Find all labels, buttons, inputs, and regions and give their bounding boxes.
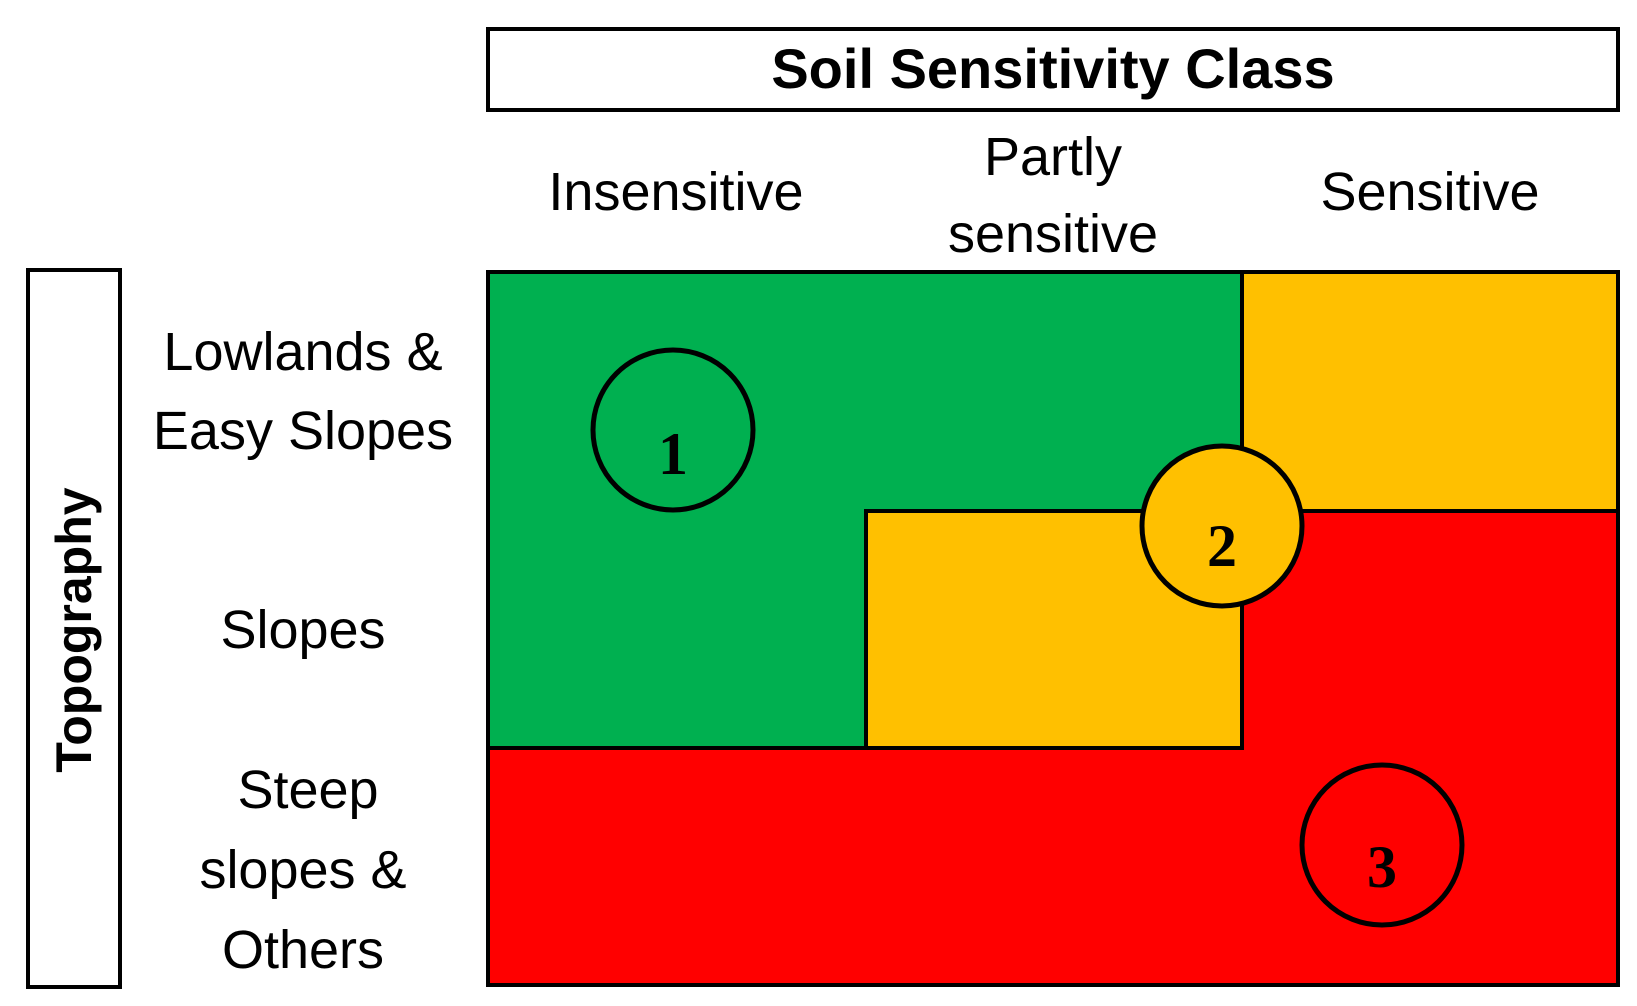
class-1-circle <box>590 347 756 513</box>
row-header-lowlands-line2: Easy Slopes <box>153 401 453 461</box>
class-3-circle <box>1299 762 1465 928</box>
class-2-number: 2 <box>1207 513 1237 579</box>
column-header-sensitive: Sensitive <box>1320 162 1539 222</box>
title-box: Soil Sensitivity Class <box>486 27 1620 112</box>
row-header-steep-line3: Others <box>222 920 384 980</box>
column-headers: Insensitive Partly sensitive Sensitive <box>548 127 1539 264</box>
row-headers: Lowlands & Easy Slopes Slopes Steep slop… <box>153 322 453 980</box>
class-markers: 1 2 3 <box>590 347 1465 928</box>
class-3-number: 3 <box>1367 834 1397 900</box>
row-header-steep-line2: slopes & <box>199 840 406 900</box>
class-2-region-upper <box>1240 270 1620 513</box>
y-axis-title: Topography <box>46 487 102 772</box>
column-header-partly-line2: sensitive <box>948 204 1158 264</box>
class-2-marker: 2 <box>1139 443 1305 609</box>
row-header-slopes: Slopes <box>220 600 385 660</box>
class-2-circle <box>1139 443 1305 609</box>
column-header-insensitive: Insensitive <box>548 162 803 222</box>
y-axis-box-border <box>26 268 122 989</box>
class-1-number: 1 <box>658 421 688 487</box>
class-3-marker: 3 <box>1299 762 1465 928</box>
class-1-marker: 1 <box>590 347 756 513</box>
matrix-border <box>486 270 1620 987</box>
sensitivity-matrix <box>486 270 1620 987</box>
y-axis-box: Topography <box>26 268 122 989</box>
column-header-partly-line1: Partly <box>984 127 1122 187</box>
row-header-steep-line1: Steep <box>237 760 378 820</box>
title-box-border <box>486 27 1620 112</box>
diagram-title: Soil Sensitivity Class <box>771 37 1334 100</box>
row-header-lowlands-line1: Lowlands & <box>163 322 442 382</box>
